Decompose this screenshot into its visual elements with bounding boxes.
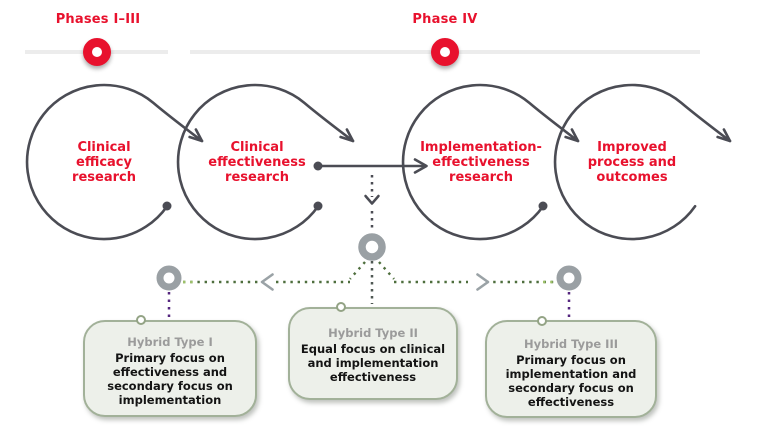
dotted-line-horizontal <box>183 261 556 284</box>
loop-start-dot-2 <box>313 201 323 211</box>
hybrid-type-1-title: Hybrid Type I <box>127 335 213 349</box>
box-anchor-ring-2-icon <box>336 301 346 312</box>
left-ring-icon <box>156 265 182 291</box>
phase-4-label: Phase IV <box>412 12 478 27</box>
hybrid-type-3-title: Hybrid Type III <box>523 337 619 351</box>
dotted-arrow-down <box>364 175 380 231</box>
connector-arrow-right <box>313 158 428 174</box>
dotted-branch-left <box>349 261 366 280</box>
chevron-left-icon <box>260 273 274 291</box>
box-anchor-ring-1-icon <box>136 314 146 325</box>
dotted-branch-right <box>378 261 395 280</box>
right-ring-icon <box>556 265 582 291</box>
hub-ring-icon <box>358 233 386 261</box>
chevron-right-icon <box>476 273 490 291</box>
phase-4-marker-icon <box>431 38 459 66</box>
box-anchor-ring-3-icon <box>537 315 547 326</box>
phase-1-3-marker-icon <box>83 38 111 66</box>
loop-start-dot-1 <box>162 201 172 211</box>
hybrid-type-2-title: Hybrid Type II <box>328 326 418 340</box>
phase-1-3-label: Phases I–III <box>55 12 141 27</box>
loop-start-dot-3 <box>538 201 548 211</box>
